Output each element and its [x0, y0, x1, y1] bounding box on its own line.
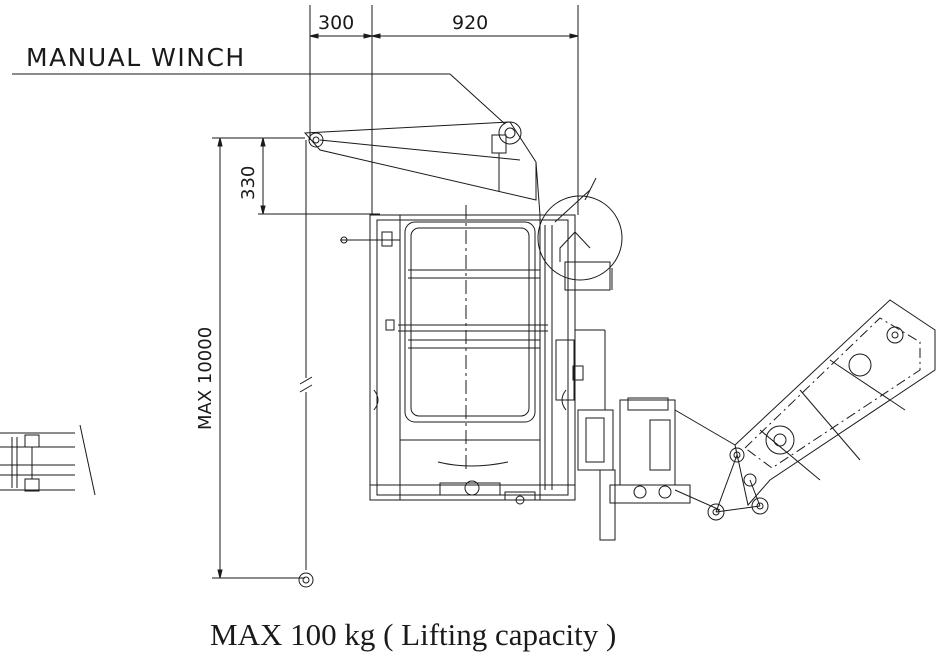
mount-bracket [575, 329, 736, 541]
winch-leader: MANUAL WINCH [12, 43, 506, 125]
left-dimensions: 330 MAX 10000 [195, 137, 380, 579]
top-dimensions: 300 920 [309, 5, 579, 215]
cage-frame [340, 205, 576, 505]
partial-side-view [0, 424, 96, 496]
lifting-capacity-caption: MAX 100 kg ( Lifting capacity ) [210, 617, 616, 652]
folding-arm [707, 299, 936, 521]
wire-rope [298, 140, 314, 588]
dim-330-label: 330 [238, 166, 259, 200]
manual-winch-label: MANUAL WINCH [26, 43, 246, 72]
winch-drum-assembly [537, 177, 623, 401]
dim-max-10000-label: MAX 10000 [195, 327, 216, 430]
dim-300-label: 300 [318, 12, 354, 34]
winch-boom [303, 121, 541, 216]
dim-920-label: 920 [452, 12, 488, 34]
hook-icon [298, 572, 314, 588]
